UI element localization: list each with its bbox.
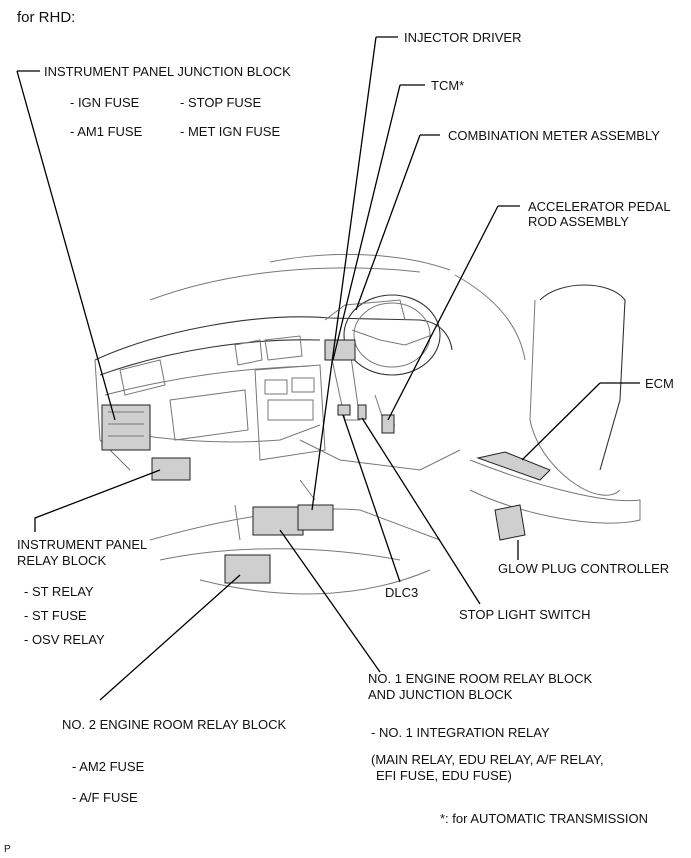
steering-wheel xyxy=(343,294,441,376)
accelerator-pedal xyxy=(381,414,395,434)
am1-fuse-label: - AM1 FUSE xyxy=(70,124,143,139)
osv-relay-label: - OSV RELAY xyxy=(24,632,105,647)
leader-ip-junction-block xyxy=(16,70,116,421)
steering-wheel-inner xyxy=(353,302,431,368)
er1-integration-label: - NO. 1 INTEGRATION RELAY xyxy=(371,725,550,740)
dashboard-left-edge xyxy=(94,359,131,471)
glove-box xyxy=(169,389,249,441)
ip-relay-block-label-2: RELAY BLOCK xyxy=(17,553,107,568)
er1-relay-block xyxy=(252,506,304,536)
leader-er1-relay-block xyxy=(279,529,381,673)
combination-meter-label: COMBINATION METER ASSEMBLY xyxy=(448,128,660,143)
console-panel xyxy=(267,399,314,421)
stop-fuse-label: - STOP FUSE xyxy=(180,95,262,110)
st-relay-label: - ST RELAY xyxy=(24,584,94,599)
injector-driver xyxy=(297,504,334,531)
bracket-lines xyxy=(234,479,316,541)
leader-tcm xyxy=(332,84,425,361)
am2-fuse-label: - AM2 FUSE xyxy=(72,759,145,774)
ecm-unit xyxy=(476,451,551,481)
console-switch-2 xyxy=(291,377,315,393)
center-console xyxy=(254,364,326,461)
er2-relay-block xyxy=(224,554,271,584)
leader-dlc3 xyxy=(342,414,401,583)
er1-detail-label-2: EFI FUSE, EDU FUSE) xyxy=(376,768,512,783)
seat-back xyxy=(539,284,626,471)
ip-junction-block-detail xyxy=(108,411,144,437)
tcm-unit xyxy=(324,339,356,361)
steering-column xyxy=(329,349,361,421)
injector-driver-label: INJECTOR DRIVER xyxy=(404,30,522,45)
footnote-label: *: for AUTOMATIC TRANSMISSION xyxy=(440,811,649,826)
a-pillar xyxy=(454,274,526,361)
floor-tunnel xyxy=(299,439,461,471)
glow-plug-controller xyxy=(494,504,526,541)
seat-back-side xyxy=(529,299,621,496)
console-switch-1 xyxy=(264,379,288,395)
seat-cushion xyxy=(469,459,641,524)
ecm-label: ECM xyxy=(645,376,674,391)
er1-label-2: AND JUNCTION BLOCK xyxy=(368,687,513,702)
windshield-upper-edge xyxy=(269,253,451,271)
ip-relay-block xyxy=(151,457,191,481)
ign-fuse-label: - IGN FUSE xyxy=(70,95,140,110)
left-vent xyxy=(119,359,166,396)
leader-injector-driver xyxy=(311,36,398,511)
leader-stop-light-switch xyxy=(361,417,481,605)
center-vent-left xyxy=(234,339,263,366)
leader-ecm xyxy=(521,382,640,461)
ip-junction-block-label: INSTRUMENT PANEL JUNCTION BLOCK xyxy=(44,64,291,79)
header-label: for RHD: xyxy=(17,9,76,26)
glow-plug-label: GLOW PLUG CONTROLLER xyxy=(498,561,670,576)
dashboard-top xyxy=(94,316,453,361)
leader-accelerator-pedal xyxy=(387,205,520,421)
dlc3-connector xyxy=(337,404,351,416)
floor-lower-line xyxy=(199,569,431,595)
accelerator-pedal-label-2: ROD ASSEMBLY xyxy=(528,214,629,229)
af-fuse-label: - A/F FUSE xyxy=(72,790,138,805)
er2-label: NO. 2 ENGINE ROOM RELAY BLOCK xyxy=(62,717,287,732)
dashboard-mid-line xyxy=(104,365,311,396)
er1-detail-label-1: (MAIN RELAY, EDU RELAY, A/F RELAY, xyxy=(371,752,604,767)
stop-light-switch-label: STOP LIGHT SWITCH xyxy=(459,607,591,622)
dlc3-label: DLC3 xyxy=(385,585,419,600)
met-ign-fuse-label: - MET IGN FUSE xyxy=(180,124,281,139)
stop-light-switch xyxy=(357,404,367,420)
leader-combination-meter xyxy=(355,134,440,311)
tcm-label: TCM* xyxy=(431,78,465,93)
center-vent-right xyxy=(264,335,303,361)
leader-ip-relay-block xyxy=(34,469,161,532)
floor-line xyxy=(159,548,401,561)
accelerator-pedal-label-1: ACCELERATOR PEDAL xyxy=(528,199,671,214)
combination-meter-hood xyxy=(324,299,406,321)
corner-mark: P xyxy=(4,844,11,855)
dashboard-upper-line xyxy=(99,339,321,376)
ip-relay-block-label-1: INSTRUMENT PANEL xyxy=(17,537,148,552)
steering-spoke xyxy=(351,329,433,346)
er1-label-1: NO. 1 ENGINE ROOM RELAY BLOCK xyxy=(368,671,593,686)
st-fuse-label: - ST FUSE xyxy=(24,608,87,623)
windshield-lower-edge xyxy=(149,267,421,301)
leader-er2-relay-block xyxy=(99,574,241,701)
